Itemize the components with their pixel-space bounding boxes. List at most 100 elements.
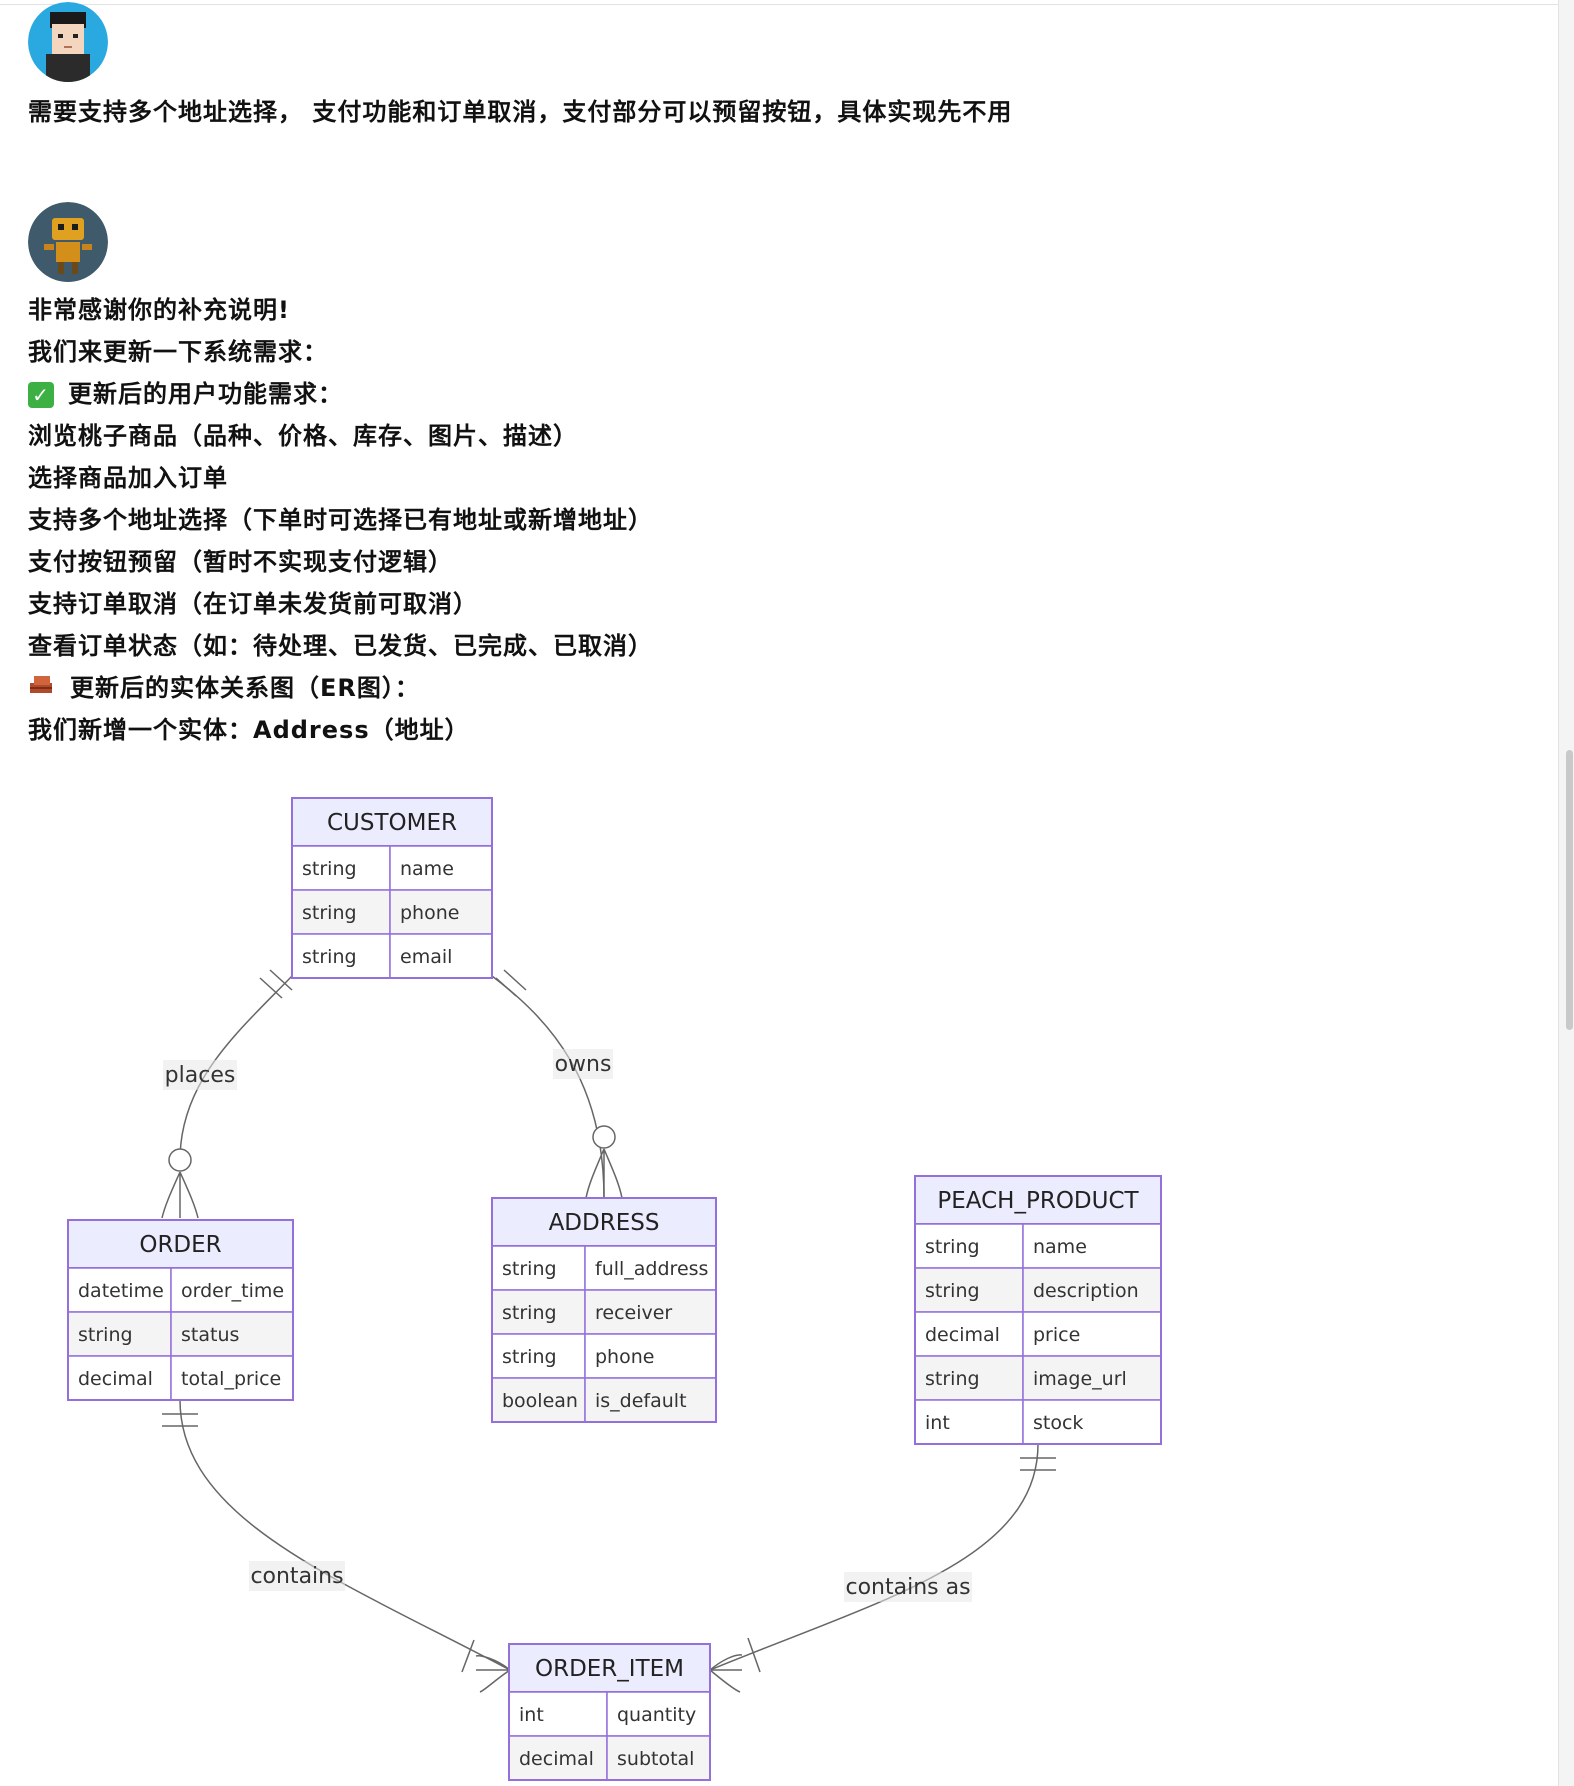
relation-label-text: places: [165, 1063, 236, 1088]
user-avatar: [28, 2, 108, 82]
assistant-avatar: [28, 202, 108, 282]
entity-border: [914, 1175, 1162, 1445]
attr-name-cell: [389, 845, 493, 891]
attr-name: quantity: [617, 1704, 696, 1726]
entity-title: PEACH_PRODUCT: [937, 1188, 1139, 1214]
attr-name: total_price: [181, 1368, 281, 1390]
requirement-payment-button: 支付按钮预留（暂时不实现支付逻辑）: [28, 548, 453, 576]
attr-type: int: [925, 1412, 950, 1434]
attr-type: string: [502, 1302, 557, 1324]
relation-line-contains: [179, 1399, 511, 1671]
relation-label-bg: [249, 1561, 345, 1591]
attr-name: email: [400, 946, 452, 968]
requirement-cancel-order: 支持订单取消（在订单未发货前可取消）: [28, 590, 478, 618]
requirement-multi-address: 支持多个地址选择（下单时可选择已有地址或新增地址）: [28, 506, 653, 534]
assistant-heading-requirements: ✓更新后的用户功能需求：: [28, 377, 343, 411]
relation-label-owns: owns: [553, 1049, 613, 1079]
relation-label-text: owns: [555, 1052, 612, 1077]
attr-name-cell: [1022, 1355, 1162, 1401]
attr-name-cell: [584, 1377, 717, 1423]
attr-name-cell: [584, 1333, 717, 1379]
user-message: 需要支持多个地址选择， 支付功能和订单取消，支付部分可以预留按钮，具体实现先不用: [28, 98, 1013, 126]
entity-border: [291, 797, 493, 979]
scrollbar-thumb[interactable]: [1566, 750, 1573, 1030]
attr-type-cell: [914, 1311, 1024, 1357]
attr-name: phone: [595, 1346, 654, 1368]
attr-type-cell: [914, 1267, 1024, 1313]
entity-border: [491, 1197, 717, 1423]
relation-line-places: [179, 975, 293, 1161]
white-check-mark-icon: ✓: [28, 382, 54, 408]
assistant-line-update: 我们来更新一下系统需求：: [28, 338, 328, 366]
attr-type-cell: [491, 1245, 586, 1291]
attr-type: boolean: [502, 1390, 578, 1412]
attr-name-cell: [170, 1355, 294, 1401]
relation-label-contains: contains: [249, 1561, 345, 1591]
entity-title: ORDER: [139, 1232, 221, 1258]
attr-type: int: [519, 1704, 544, 1726]
relation-line-contains-as: [709, 1443, 1039, 1671]
attr-type: string: [78, 1324, 133, 1346]
attr-type: string: [302, 902, 357, 924]
entity-title: ORDER_ITEM: [535, 1656, 684, 1682]
relation-line-owns: [491, 975, 605, 1199]
attr-type: string: [925, 1280, 980, 1302]
requirement-order-status: 查看订单状态（如：待处理、已发货、已完成、已取消）: [28, 632, 653, 660]
entity-header: [291, 797, 493, 847]
attr-name: subtotal: [617, 1748, 694, 1770]
relation-label-bg: [844, 1572, 972, 1602]
attr-name: is_default: [595, 1390, 687, 1412]
top-divider: [0, 4, 1558, 5]
entities: CUSTOMER string name string phone string email…: [67, 797, 1162, 1781]
attr-name: stock: [1033, 1412, 1083, 1434]
attr-name: image_url: [1033, 1368, 1127, 1390]
attr-type: decimal: [78, 1368, 153, 1390]
attr-type-cell: [291, 845, 391, 891]
entity-border: [508, 1643, 711, 1781]
attr-name-cell: [606, 1735, 711, 1781]
relation-label-bg: [553, 1049, 613, 1079]
attr-name-cell: [584, 1245, 717, 1291]
attr-type: string: [925, 1236, 980, 1258]
attr-name: name: [1033, 1236, 1087, 1258]
attr-type: string: [502, 1258, 557, 1280]
attr-name: receiver: [595, 1302, 672, 1324]
relation-label-text: contains as: [845, 1575, 970, 1600]
attr-name: status: [181, 1324, 239, 1346]
attr-type: string: [302, 946, 357, 968]
attr-name: name: [400, 858, 454, 880]
attr-type-cell: [914, 1223, 1024, 1269]
entity-border: [67, 1219, 294, 1401]
attr-type: datetime: [78, 1280, 164, 1302]
entity-title: ADDRESS: [549, 1210, 660, 1236]
relation-label-text: contains: [250, 1564, 343, 1589]
attr-name: description: [1033, 1280, 1139, 1302]
attr-type: decimal: [925, 1324, 1000, 1346]
assistant-line-thanks: 非常感谢你的补充说明!: [28, 296, 290, 324]
attr-name-cell: [1022, 1311, 1162, 1357]
entity-title: CUSTOMER: [327, 810, 457, 836]
relation-label-bg: [163, 1060, 237, 1090]
attr-name: order_time: [181, 1280, 284, 1302]
relation-label-places: places: [163, 1060, 237, 1090]
attr-name: price: [1033, 1324, 1080, 1346]
attr-type-cell: [508, 1691, 608, 1737]
attr-name-cell: [1022, 1399, 1162, 1445]
requirement-add-to-order: 选择商品加入订单: [28, 464, 228, 492]
relationship-labels: places owns contains contains as: [163, 1049, 972, 1602]
requirement-browse: 浏览桃子商品（品种、价格、库存、图片、描述）: [28, 422, 578, 450]
assistant-heading-er: 更新后的实体关系图（ER图）：: [28, 671, 420, 705]
attr-type: string: [925, 1368, 980, 1390]
attr-type: string: [502, 1346, 557, 1368]
relation-label-contains_as: contains as: [844, 1572, 972, 1602]
attr-name: full_address: [595, 1258, 708, 1280]
bricks-icon: [28, 672, 56, 706]
attr-type-cell: [67, 1267, 172, 1313]
attr-name: phone: [400, 902, 459, 924]
